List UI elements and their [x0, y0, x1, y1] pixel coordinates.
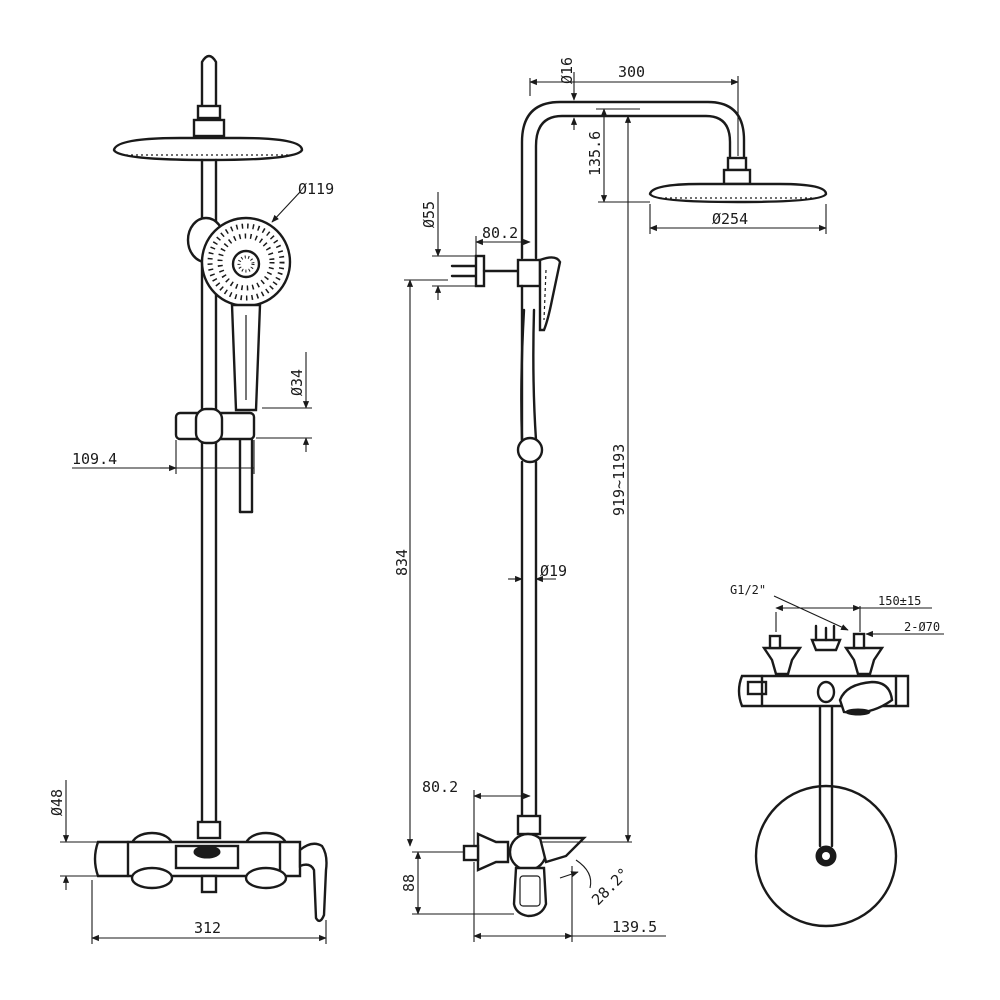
dim-side-arm-drop: 135.6 — [586, 131, 604, 176]
dim-side-pipe-dia: Ø16 — [558, 57, 576, 84]
dim-side-rail-dia: Ø19 — [540, 562, 567, 580]
dim-side-arm-length: 300 — [618, 63, 645, 81]
dim-side-spout-angle: 28.2° — [588, 864, 633, 909]
front-view — [93, 54, 328, 923]
install-view — [737, 624, 910, 928]
dim-plan-escutcheon: 2-Ø70 — [904, 620, 940, 634]
dim-side-bracket-offset: 80.2 — [482, 224, 518, 242]
dim-plan-centers: 150±15 — [878, 594, 921, 608]
dim-side-spout-length: 139.5 — [612, 918, 657, 936]
dim-side-head-dia: Ø254 — [712, 210, 748, 228]
dim-plan-thread: G1/2" — [730, 583, 766, 597]
dim-front-holder-width: 109.4 — [72, 450, 117, 468]
dim-side-valve-height: 88 — [400, 874, 418, 892]
dim-front-valve-dia: Ø48 — [48, 789, 66, 816]
install-dimensions: G1/2" 150±15 2-Ø70 — [730, 583, 944, 638]
dim-front-handle-dia: Ø34 — [288, 369, 306, 396]
side-view — [450, 100, 828, 918]
dim-front-valve-width: 312 — [194, 919, 221, 937]
front-dimensions: Ø119 Ø34 109.4 Ø48 312 — [48, 180, 334, 944]
dim-side-bracket-dia: Ø55 — [420, 201, 438, 228]
dim-side-total-height: 919~1193 — [610, 444, 628, 516]
dim-front-head-dia: Ø119 — [298, 180, 334, 198]
dim-side-pipe-height: 834 — [393, 549, 411, 576]
dim-side-valve-offset: 80.2 — [422, 778, 458, 796]
